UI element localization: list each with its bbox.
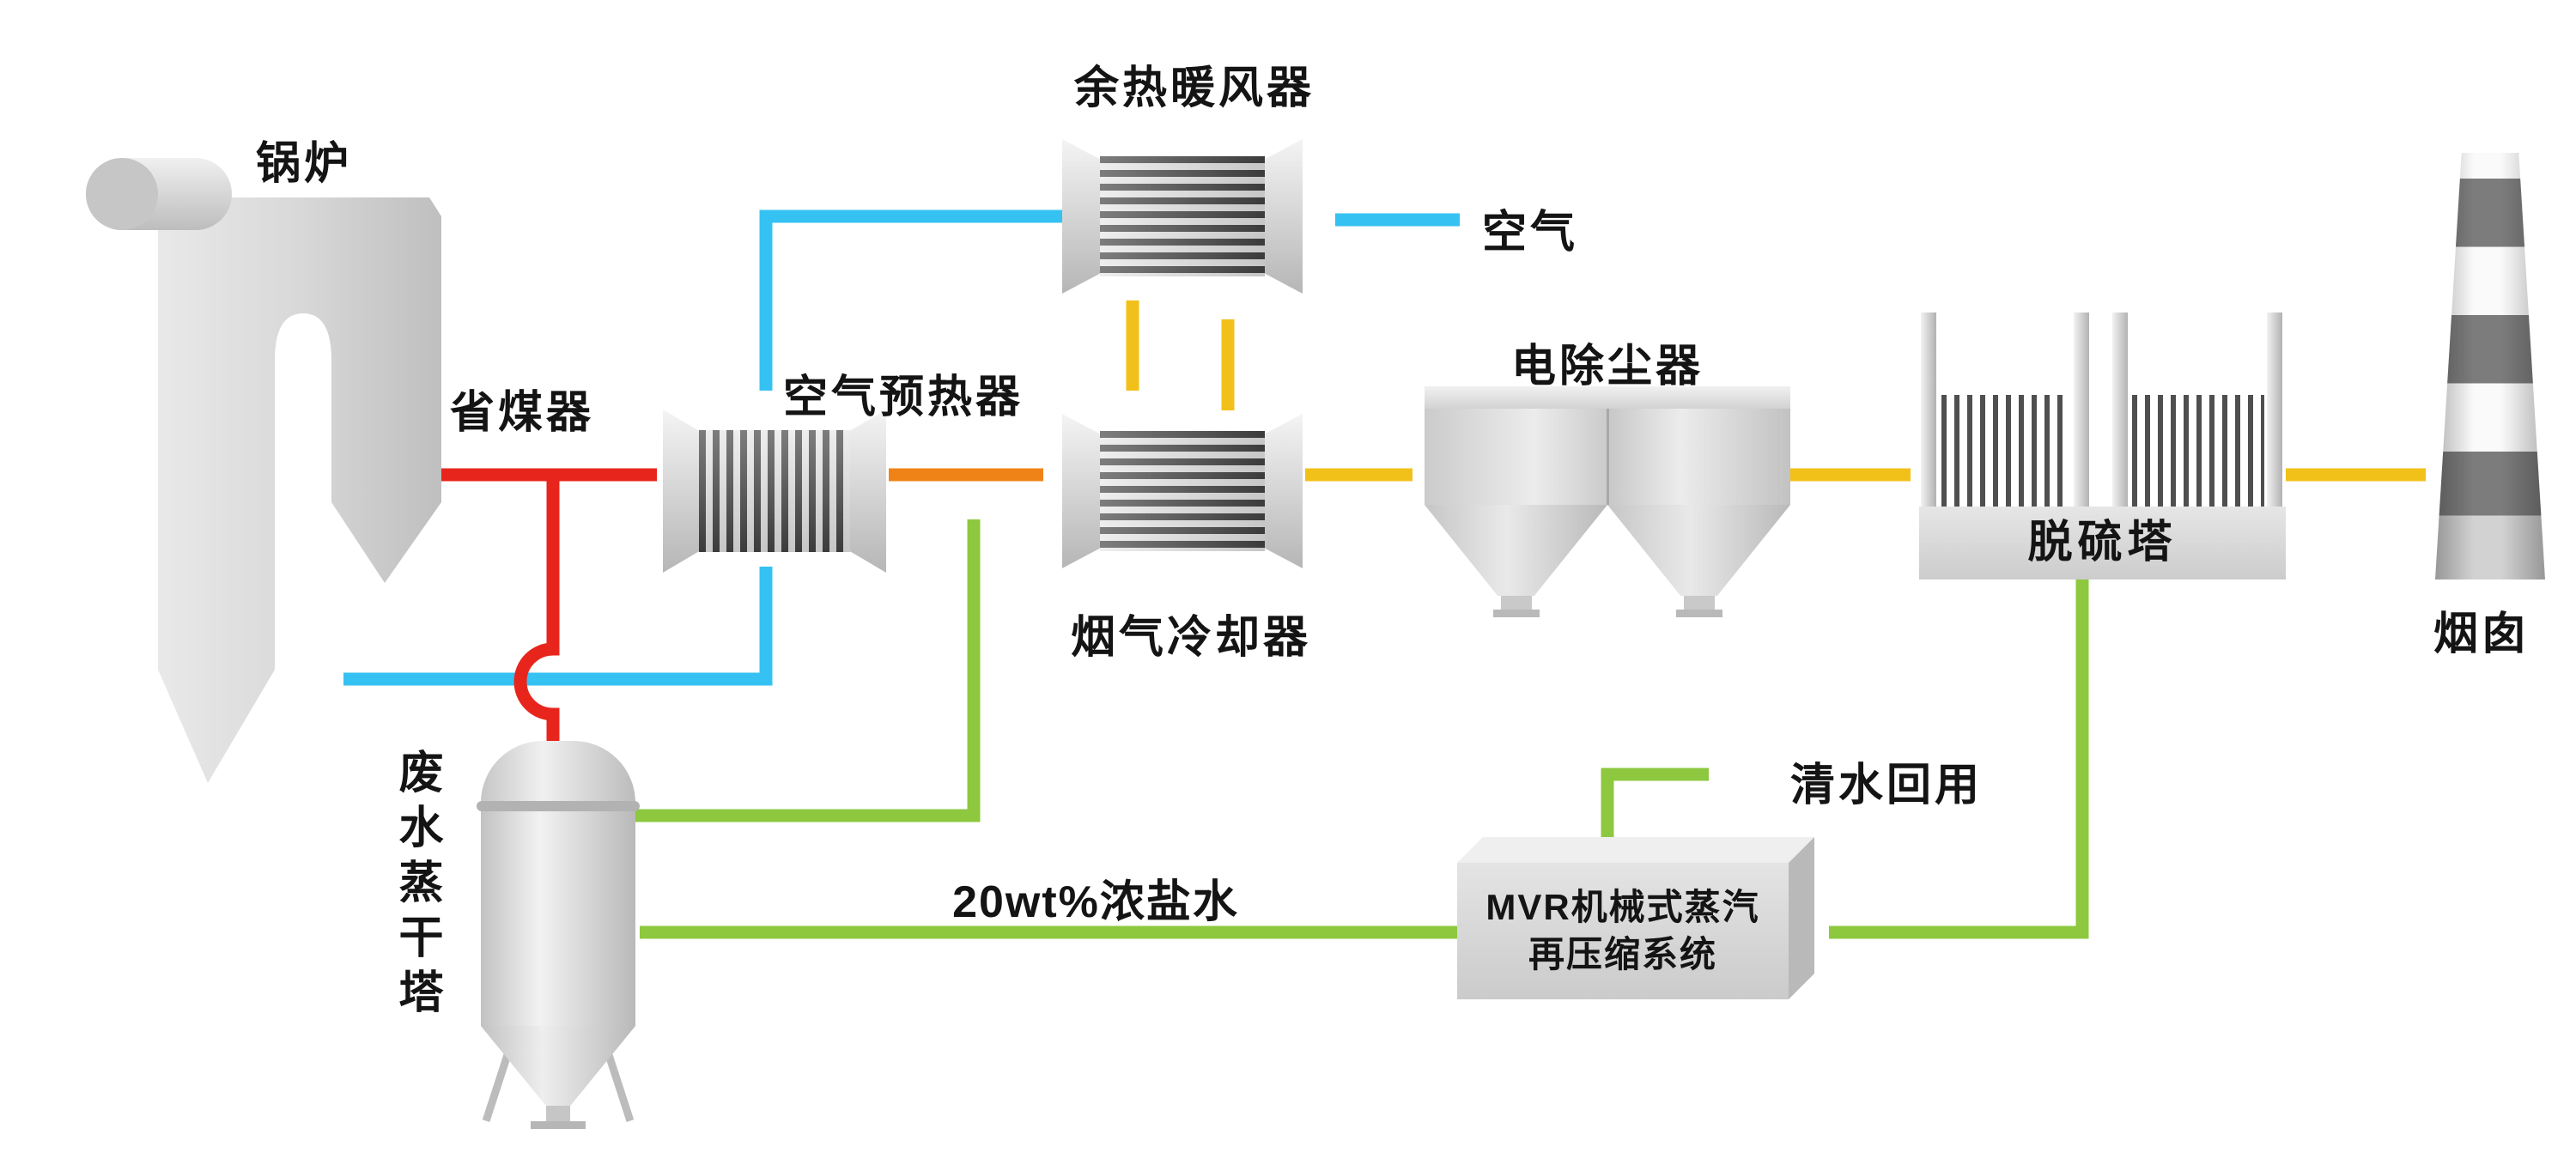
preheater-right-plate — [850, 410, 886, 573]
boiler-body — [158, 197, 441, 783]
esp-shape — [1425, 386, 1790, 620]
air-preheater-shape — [663, 410, 886, 573]
heater-right-plate — [1265, 139, 1303, 294]
esp-foot-right — [1676, 610, 1722, 617]
clean-water-reuse-label: 清水回用 — [1790, 761, 1984, 810]
air-preheater-label: 空气预热器 — [782, 373, 1024, 422]
demister-right — [2132, 395, 2264, 508]
economizer-label: 省煤器 — [449, 388, 595, 438]
evaporator-dome — [481, 741, 635, 803]
mvr-label-line1: MVR机械式蒸汽 — [1485, 886, 1760, 927]
evaporation-tower-shape — [477, 738, 640, 1133]
tower-post-2 — [2074, 313, 2089, 517]
mvr-front-face: MVR机械式蒸汽 再压缩系统 — [1457, 863, 1789, 999]
preheater-fins — [699, 430, 850, 552]
boiler-label: 锅炉 — [255, 139, 353, 189]
esp-divider — [1607, 409, 1609, 505]
pipe-fluegas-to-evaporator — [513, 475, 560, 745]
flue-gas-cooler-label: 烟气冷却器 — [1070, 613, 1312, 663]
flue-gas-cooler-shape — [1062, 414, 1303, 568]
mvr-top-face — [1457, 837, 1814, 863]
chimney-label: 烟囱 — [2433, 610, 2530, 659]
esp-outlet-left — [1501, 596, 1532, 610]
mvr-label-line2: 再压缩系统 — [1528, 933, 1717, 974]
tower-post-4 — [2267, 313, 2282, 517]
tower-post-1 — [1921, 313, 1936, 517]
esp-label: 电除尘器 — [1510, 342, 1704, 391]
mvr-side-face — [1789, 837, 1814, 999]
mvr-system-shape: MVR机械式蒸汽 再压缩系统 — [1457, 837, 1814, 999]
pipe-evaporator-to-flue-duct — [627, 519, 981, 822]
waste-heat-heater-label: 余热暖风器 — [1073, 64, 1315, 113]
waste-heat-air-heater-shape — [1062, 139, 1303, 294]
evaporator-foot — [531, 1121, 586, 1129]
pipe-hot-air-to-boiler — [343, 567, 773, 686]
boiler-shape — [86, 158, 441, 783]
esp-roof — [1425, 386, 1790, 409]
preheater-left-plate — [663, 410, 699, 573]
esp-foot-left — [1493, 610, 1540, 617]
air-label: 空气 — [1481, 208, 1579, 258]
evaporation-tower-label: 废水蒸干塔 — [392, 749, 441, 1023]
desulfurization-tower-shape: 脱硫塔 — [1919, 313, 2286, 580]
esp-outlet-right — [1684, 596, 1715, 610]
arrow-mvr-to-clean-water — [1601, 768, 1709, 859]
demister-left — [1941, 395, 2070, 508]
brine-label: 20wt%浓盐水 — [952, 877, 1239, 927]
cooler-left-plate — [1062, 414, 1100, 568]
evaporator-outlet — [546, 1106, 570, 1121]
pipe-heater-air-to-preheater — [759, 209, 1069, 391]
pipe-desulfurizer-to-mvr — [1829, 575, 2089, 939]
cooler-fins — [1100, 431, 1265, 551]
esp-hopper-left — [1425, 505, 1607, 596]
desulfurizer-label: 脱硫塔 — [2027, 518, 2178, 567]
esp-hopper-right — [1607, 505, 1790, 596]
evaporator-flange — [477, 801, 640, 811]
desulfurizer-base: 脱硫塔 — [1919, 507, 2286, 580]
heater-left-plate — [1062, 139, 1100, 294]
cooler-right-plate — [1265, 414, 1303, 568]
heater-fins — [1100, 156, 1265, 276]
boiler-drum-cap — [86, 158, 158, 230]
tower-post-3 — [2112, 313, 2128, 517]
evaporator-body — [481, 811, 635, 1026]
